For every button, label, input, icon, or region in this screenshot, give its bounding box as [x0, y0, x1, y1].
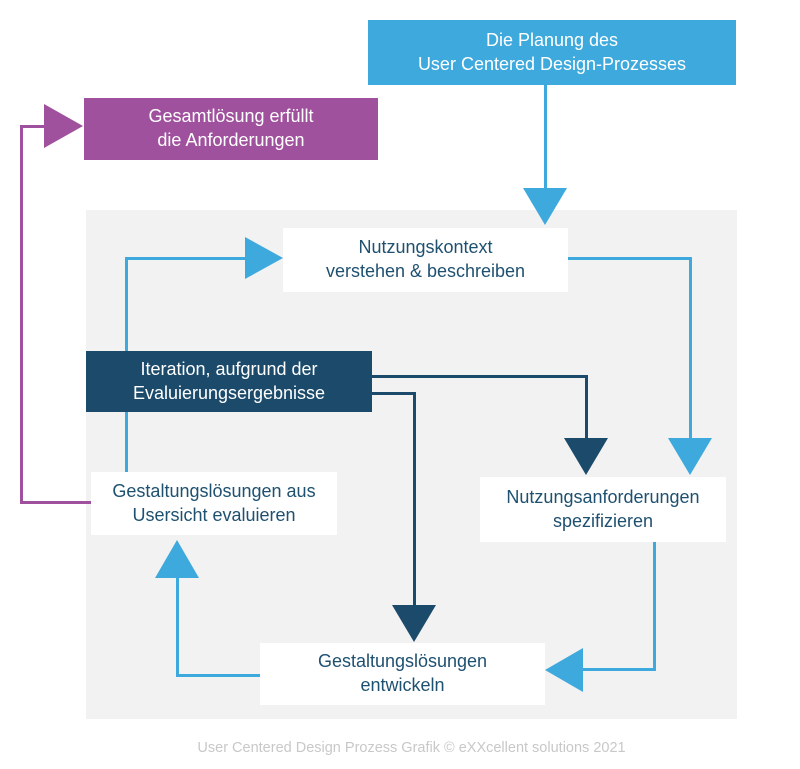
arrowhead-into-develop-right — [545, 648, 583, 692]
arrowhead-into-evaluate-bottom — [155, 540, 199, 578]
line-iteration-to-develop-vertical — [413, 392, 416, 605]
node-context: Nutzungskontext verstehen & beschreiben — [283, 228, 568, 292]
node-develop: Gestaltungslösungen entwickeln — [260, 643, 545, 705]
arrowhead-into-requirements-navy — [564, 438, 608, 475]
node-requirements: Nutzungsanforderungen spezifizieren — [480, 477, 726, 542]
line-develop-to-evaluate-horizontal — [177, 674, 260, 677]
line-evaluate-to-solution-vertical — [20, 125, 23, 504]
arrowhead-into-context-top — [523, 188, 567, 225]
line-planning-to-context — [544, 85, 547, 189]
line-context-to-requirements-vertical — [689, 257, 692, 438]
line-evaluate-to-solution-bottom — [20, 501, 91, 504]
node-evaluate-label: Gestaltungslösungen aus Usersicht evalui… — [112, 480, 316, 525]
line-evaluate-to-solution-top — [20, 125, 46, 128]
node-iteration: Iteration, aufgrund der Evaluierungserge… — [86, 351, 372, 412]
node-solution-label: Gesamtlösung erfüllt die Anforderungen — [148, 106, 314, 150]
node-planning: Die Planung des User Centered Design-Pro… — [368, 20, 736, 85]
arrowhead-into-develop-top — [392, 605, 436, 642]
node-evaluate: Gestaltungslösungen aus Usersicht evalui… — [91, 472, 337, 535]
node-requirements-label: Nutzungsanforderungen spezifizieren — [506, 486, 700, 531]
arrowhead-into-solution — [44, 104, 83, 148]
node-iteration-label: Iteration, aufgrund der Evaluierungserge… — [132, 358, 326, 403]
node-planning-label: Die Planung des User Centered Design-Pro… — [417, 29, 687, 74]
line-context-to-requirements-horizontal — [568, 257, 692, 260]
arrowhead-into-requirements-blue — [668, 438, 712, 475]
arrowhead-into-context-left — [245, 237, 283, 279]
node-context-label: Nutzungskontext verstehen & beschreiben — [325, 237, 526, 281]
line-requirements-to-develop-vertical — [653, 542, 656, 671]
line-iteration-to-develop-horizontal — [372, 392, 416, 395]
line-requirements-to-develop-horizontal — [583, 668, 656, 671]
line-evaluate-to-context-horizontal — [125, 257, 245, 260]
line-iteration-to-requirements-horizontal — [372, 375, 588, 378]
node-solution: Gesamtlösung erfüllt die Anforderungen — [84, 98, 378, 160]
line-iteration-to-requirements-vertical — [585, 375, 588, 438]
diagram-caption: User Centered Design Prozess Grafik © eX… — [197, 740, 626, 756]
node-develop-label: Gestaltungslösungen entwickeln — [317, 651, 488, 695]
line-develop-to-evaluate-vertical — [176, 578, 179, 677]
